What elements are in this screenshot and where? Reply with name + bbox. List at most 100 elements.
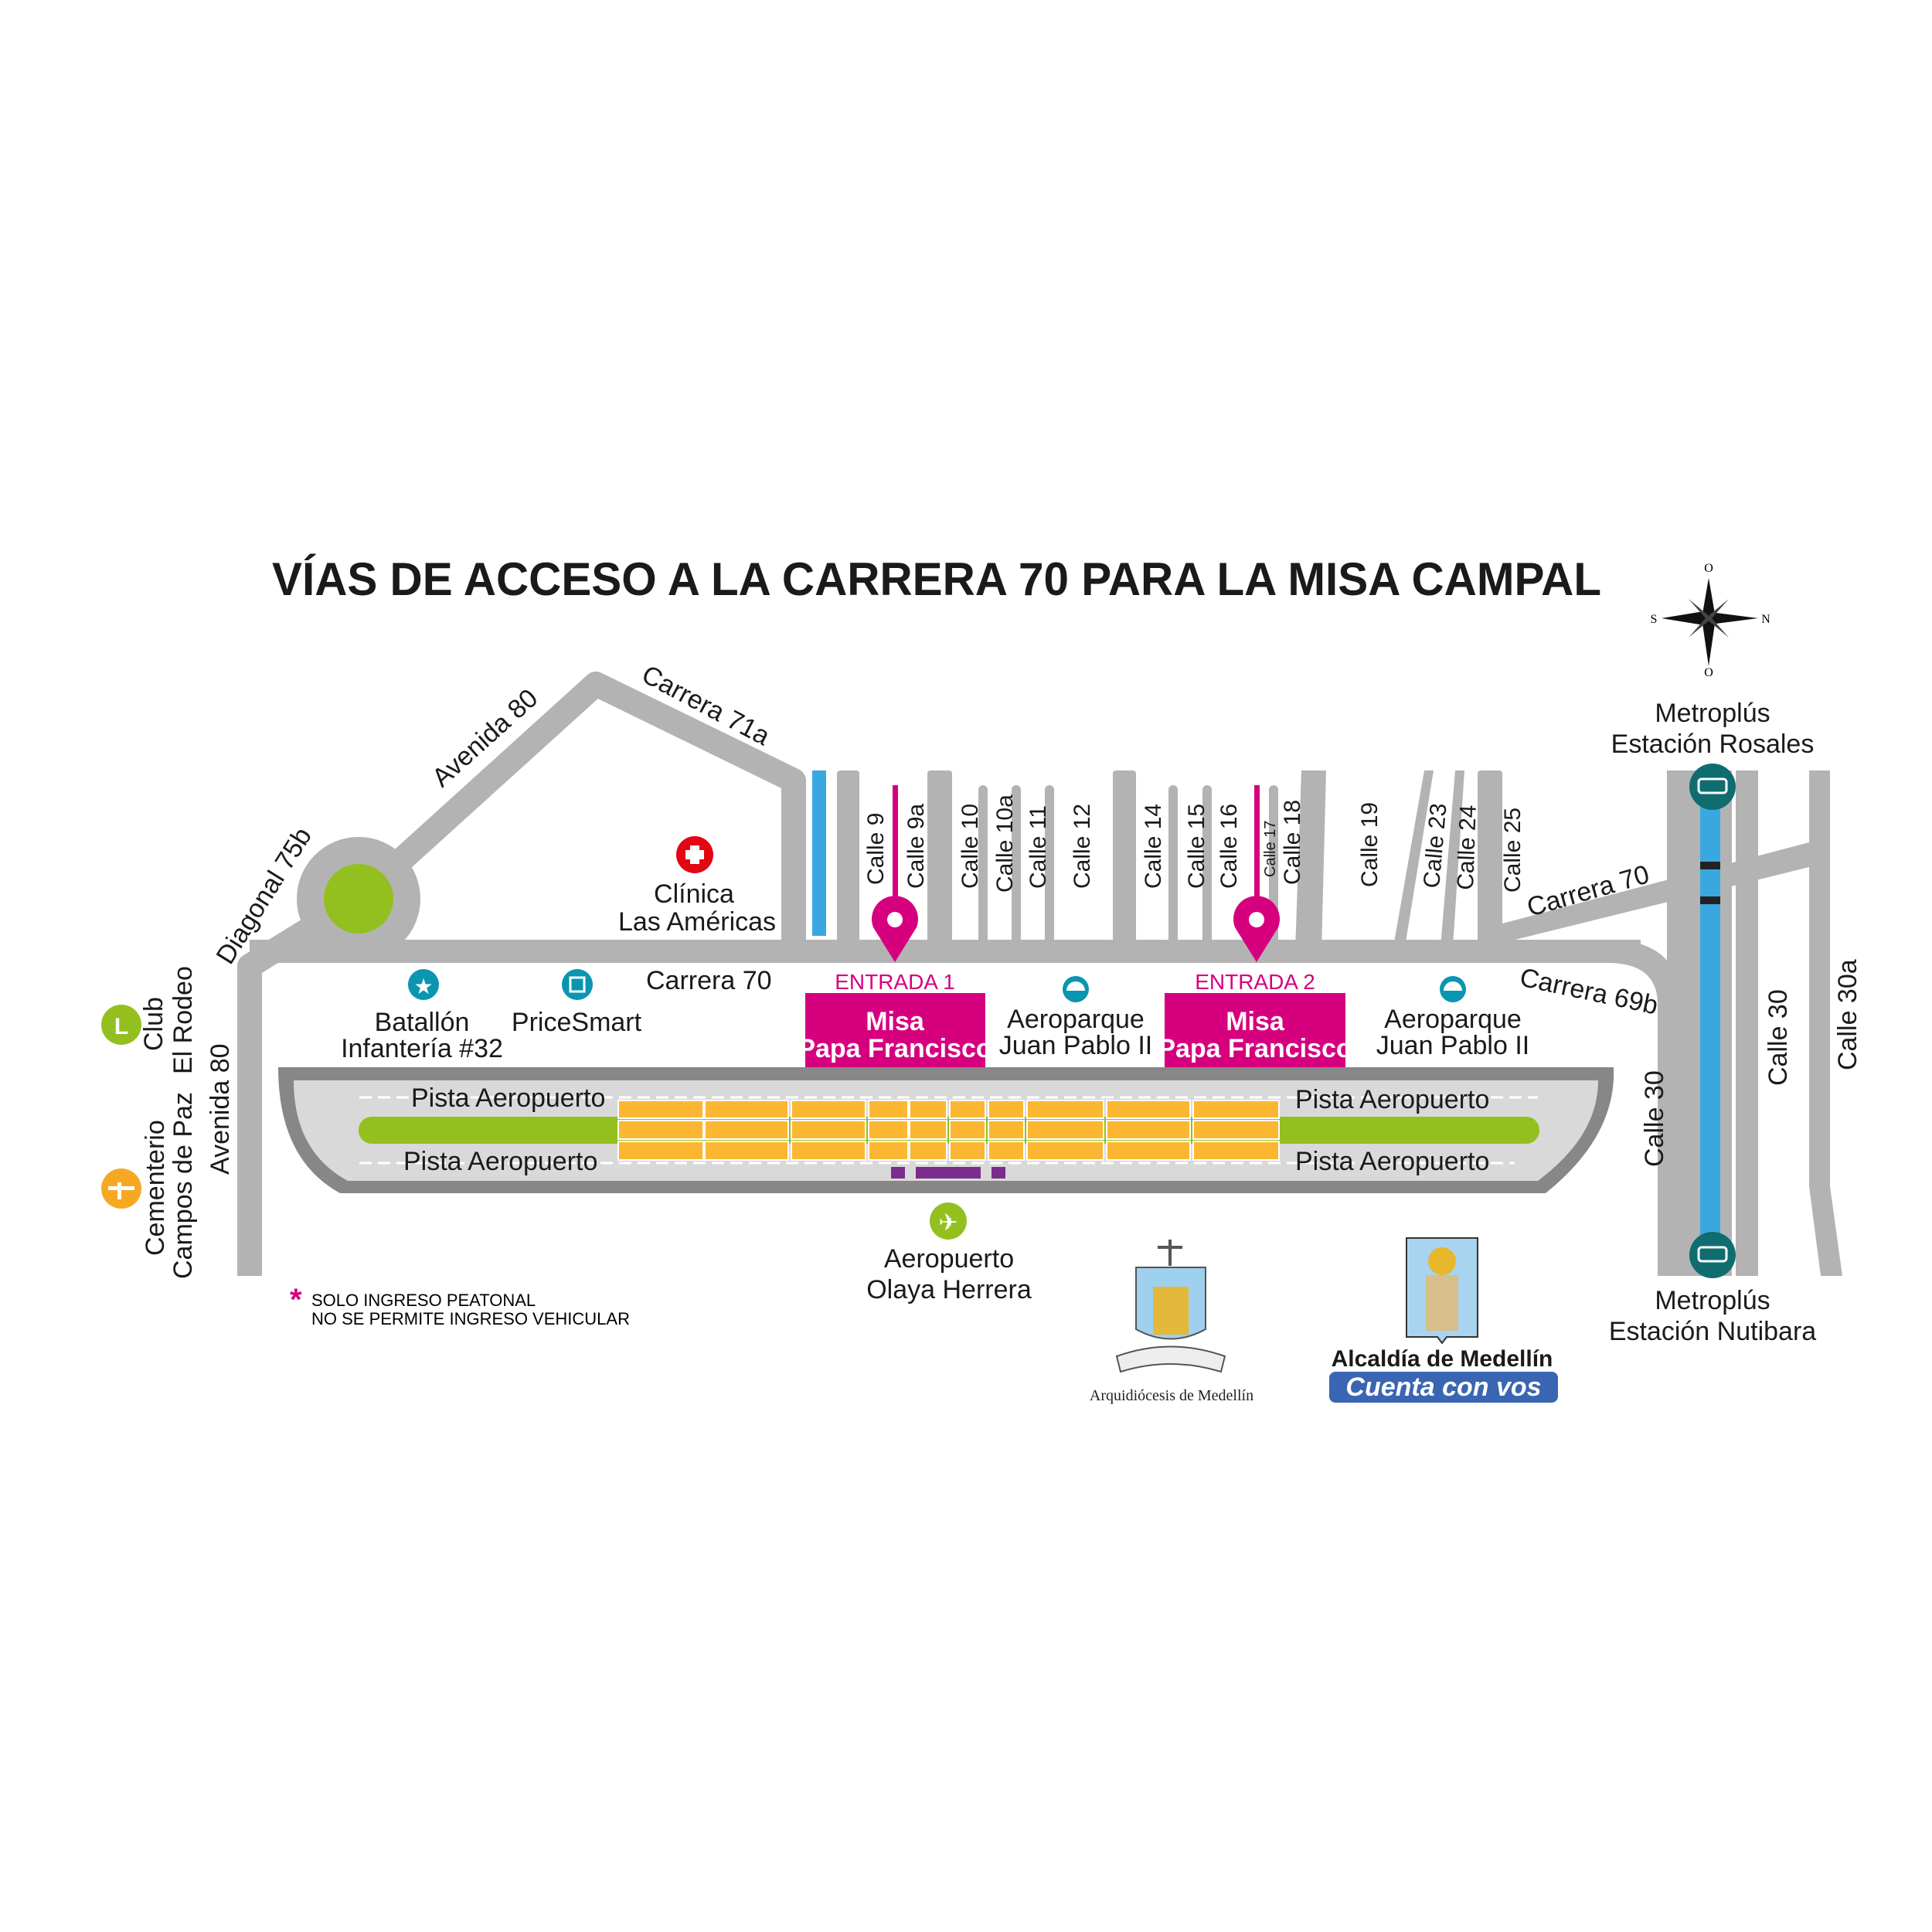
bus-station-icon (1689, 1232, 1736, 1278)
entrance-1-line2: Papa Francisco (798, 1034, 992, 1063)
street-label: Calle 24 (1453, 804, 1481, 890)
street-label: Calle 12 (1070, 804, 1095, 889)
street-label: Calle 19 (1357, 802, 1383, 887)
entrance-1-box[interactable]: Misa Papa Francisco (798, 993, 992, 1076)
street-label: Calle 25 (1500, 808, 1526, 893)
seating-block (704, 1120, 789, 1140)
metro-nutibara-label: Estación Nutibara (1609, 1317, 1816, 1346)
seating-block (1106, 1100, 1191, 1119)
bus-station-icon (1689, 764, 1736, 810)
seating-block (909, 1141, 947, 1161)
seating-block (617, 1120, 704, 1140)
road-label: Calle 30 (1640, 1070, 1669, 1167)
street-label: Calle 15 (1184, 804, 1209, 889)
street-label: Calle 17 (1262, 821, 1279, 877)
alcaldia-slogan: Cuenta con vos (1345, 1372, 1541, 1402)
svg-text:L: L (114, 1014, 128, 1039)
metro-rosales-label: Estación Rosales (1611, 730, 1815, 759)
cemetery-cross-icon (101, 1168, 141, 1209)
seating-block (791, 1120, 866, 1140)
seating-block (791, 1100, 866, 1119)
note-asterisk: * (290, 1283, 302, 1317)
street-label: Calle 10a (992, 794, 1018, 893)
arquidiocesis-text: Arquidiócesis de Medellín (1090, 1387, 1253, 1404)
seating-block (1026, 1100, 1104, 1119)
entrance-2-label: ENTRADA 2 (1195, 970, 1315, 994)
street-label: Calle 11 (1026, 805, 1051, 889)
pricesmart-label: PriceSmart (512, 1008, 642, 1037)
seating-block (868, 1100, 909, 1119)
road-label: Avenida 80 (206, 1043, 235, 1175)
aeropuerto-label: Olaya Herrera (866, 1275, 1032, 1304)
club-label: El Rodeo (168, 966, 198, 1074)
street-label: Calle 9a (903, 804, 929, 889)
batallon-label: Infantería #32 (341, 1034, 503, 1063)
seating-block (791, 1141, 866, 1161)
seating-block (1192, 1141, 1280, 1161)
star-icon: ★ (408, 969, 439, 1000)
entrance-pin-1-icon[interactable] (872, 785, 919, 962)
svg-text:✈: ✈ (938, 1210, 957, 1236)
seating-block (949, 1141, 986, 1161)
cementerio-label: Cementerio (141, 1120, 170, 1256)
seating-block (909, 1100, 947, 1119)
svg-text:★: ★ (413, 975, 433, 999)
seating-block (1026, 1141, 1104, 1161)
note-line1: SOLO INGRESO PEATONAL (311, 1291, 536, 1310)
seating-block (988, 1120, 1025, 1140)
seating-block (909, 1120, 947, 1140)
aeropuerto-label: Aeropuerto (884, 1244, 1014, 1274)
street-label: Calle 16 (1216, 804, 1242, 889)
compass-left: S (1651, 613, 1658, 626)
aeroparque-label: Aeroparque (1007, 1005, 1145, 1034)
pista-label: Pista Aeropuerto (403, 1147, 597, 1176)
seating-block (704, 1100, 789, 1119)
pista-label: Pista Aeropuerto (411, 1083, 605, 1113)
compass-bottom: O (1704, 666, 1713, 679)
metroplus-line (1700, 804, 1720, 1236)
road-network (237, 672, 1842, 1276)
street-label: Calle 14 (1141, 804, 1166, 889)
entrance-2-box[interactable]: Misa Papa Francisco (1158, 993, 1352, 1076)
shopping-bag-icon (562, 969, 593, 1000)
seating-block (949, 1100, 986, 1119)
seating-block (868, 1141, 909, 1161)
airport-area (278, 1067, 1614, 1193)
seating-block (1192, 1100, 1280, 1119)
park-icon (1440, 976, 1466, 1002)
street-label: Calle 10 (957, 804, 983, 889)
compass-right: N (1761, 613, 1770, 626)
entrance-pin-2-icon[interactable] (1233, 785, 1280, 962)
road-label: Carrera 69b (1517, 963, 1660, 1021)
alcaldia-logo: Alcaldía de Medellín Cuenta con vos (1329, 1237, 1558, 1403)
roundabout (324, 864, 393, 934)
aeroparque-label: Juan Pablo II (1376, 1031, 1529, 1060)
seating-block (988, 1100, 1025, 1119)
seating-block (1026, 1120, 1104, 1140)
road-label: Calle 30 (1764, 989, 1793, 1086)
seating-block (1106, 1120, 1191, 1140)
road-label: Carrera 70 (646, 966, 772, 995)
metro-rosales-label: Metroplús (1655, 699, 1770, 728)
seating-block (617, 1100, 704, 1119)
metro-line (812, 770, 826, 936)
airplane-icon: ✈ (930, 1202, 967, 1240)
seating-block (704, 1141, 789, 1161)
entrance-2-line2: Papa Francisco (1158, 1034, 1352, 1063)
seating-block (988, 1141, 1025, 1161)
seating-block (617, 1141, 704, 1161)
seating-block (1192, 1120, 1280, 1140)
park-icon (1063, 976, 1089, 1002)
club-icon: L (101, 1005, 141, 1045)
entrance-2-line1: Misa (1226, 1007, 1285, 1036)
map-title: VÍAS DE ACCESO A LA CARRERA 70 PARA LA M… (272, 553, 1601, 605)
seating-block (949, 1120, 986, 1140)
street-label: Calle 9 (863, 813, 889, 885)
metro-nutibara-label: Metroplús (1655, 1286, 1770, 1315)
aeroparque-label: Juan Pablo II (999, 1031, 1152, 1060)
road-label: Calle 30a (1833, 959, 1862, 1070)
compass-top: O (1704, 562, 1713, 575)
alcaldia-text: Alcaldía de Medellín (1332, 1346, 1553, 1372)
